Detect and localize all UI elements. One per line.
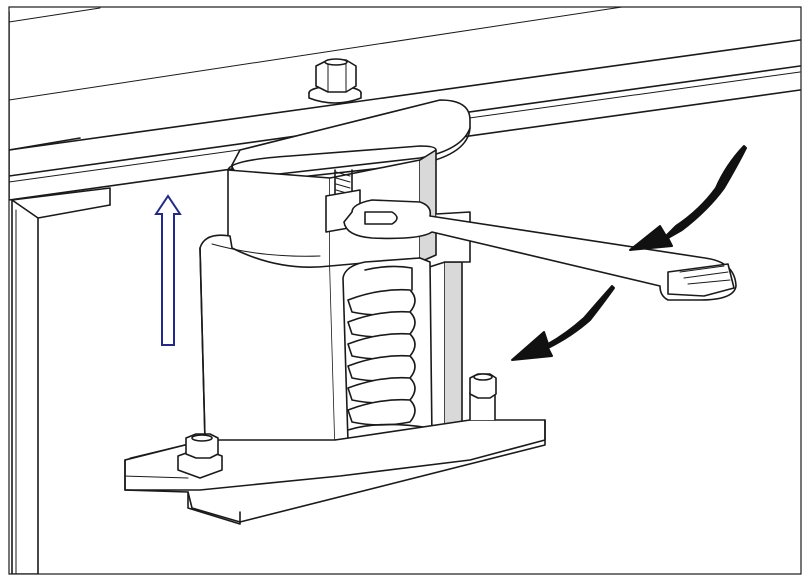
wrench xyxy=(343,199,737,301)
support-post xyxy=(11,187,111,574)
base-nut-right xyxy=(469,373,497,399)
curved-arrow-icon xyxy=(511,145,747,361)
spring-coil xyxy=(342,257,433,446)
top-nut xyxy=(308,58,362,104)
up-arrow-icon xyxy=(154,194,182,346)
base-plate xyxy=(124,391,546,525)
base-nut-left xyxy=(177,433,223,479)
